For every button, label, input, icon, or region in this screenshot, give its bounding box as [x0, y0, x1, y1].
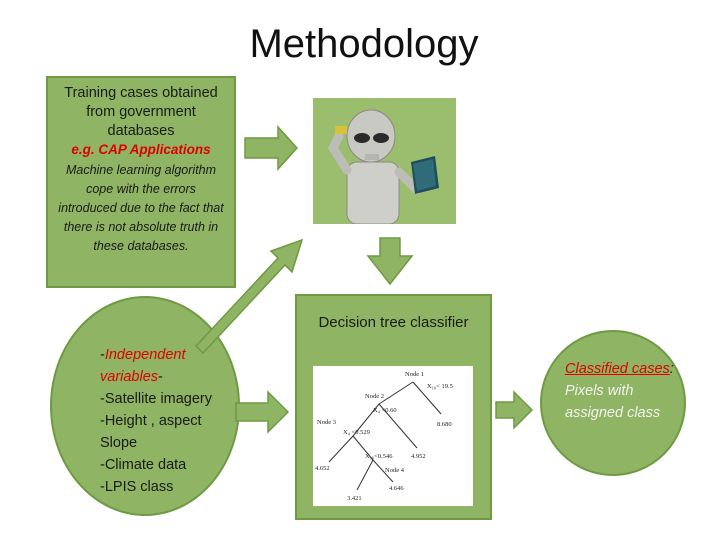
tree-leaf-value: 4.952: [411, 453, 426, 460]
tree-condition: X₁₀<0.546: [365, 453, 393, 460]
training-cases-box: Training cases obtained from government …: [46, 76, 236, 288]
tree-edge: [356, 459, 374, 491]
independent-variables-lead: Independent variables: [100, 347, 186, 385]
dash: -: [100, 347, 105, 363]
tree-edge: [372, 459, 394, 483]
tree-edge: [378, 403, 418, 449]
tree-node-label: Node 2: [365, 393, 384, 400]
variable-item: -Climate data: [100, 457, 187, 473]
tree-leaf-value: 3.421: [347, 495, 362, 502]
training-example: e.g. CAP Applications: [71, 142, 211, 157]
variable-item: -Height , aspect: [100, 413, 202, 429]
robot-icon: [313, 98, 456, 225]
decision-tree-box: Decision tree classifier Node 1 X₁₀< 19.…: [295, 294, 492, 520]
tree-edge: [328, 435, 354, 463]
arrow-right-icon: [495, 390, 534, 430]
arrow-right-icon: [244, 125, 299, 171]
tree-leaf-value: 8.680: [437, 421, 452, 428]
colon: :: [669, 361, 674, 377]
dash: -: [158, 369, 163, 385]
classified-cases-title: Classified cases: [565, 361, 670, 377]
classified-cases-circle: Classified cases: Pixels with assigned c…: [540, 330, 686, 476]
variable-item: -Satellite imagery: [100, 391, 213, 407]
decision-tree-graphic: Node 1 X₁₀< 19.5 Node 2 X₄ <0.60 Node 3 …: [315, 371, 453, 502]
tree-condition: X₁₀< 19.5: [427, 383, 453, 390]
arrow-down-icon: [366, 237, 414, 286]
training-cases-text: Training cases obtained from government …: [64, 85, 218, 139]
tree-node-label: Node 3: [317, 419, 336, 426]
tree-condition: X₄ <0.60: [373, 407, 397, 414]
decision-tree-label: Decision tree classifier: [318, 314, 469, 331]
classified-cases-desc: Pixels with assigned class: [565, 383, 661, 421]
tree-edge: [412, 381, 442, 415]
independent-variables-text: -Independent variables- -Satellite image…: [100, 344, 240, 498]
tree-leaf-value: 4.646: [389, 485, 404, 492]
variable-item: Slope: [100, 435, 138, 451]
classified-cases-text: Classified cases: Pixels with assigned c…: [565, 358, 681, 424]
decision-tree-figure: Node 1 X₁₀< 19.5 Node 2 X₄ <0.60 Node 3 …: [313, 366, 473, 506]
tree-condition: X₄ <0.529: [343, 429, 370, 436]
tree-node-label: Node 1: [405, 371, 424, 378]
arrow-right-icon: [235, 390, 290, 434]
page-title: Methodology: [249, 22, 479, 66]
tree-edge: [352, 403, 380, 437]
training-note: Machine learning algorithm cope with the…: [58, 163, 224, 253]
independent-variables-circle: -Independent variables- -Satellite image…: [50, 296, 240, 516]
tree-node-label: Node 4: [385, 467, 405, 474]
robot-reading-image: [313, 98, 456, 225]
tree-edge: [378, 381, 414, 405]
variable-item: -LPIS class: [100, 479, 174, 495]
tree-edge: [352, 435, 374, 461]
tree-leaf-value: 4.652: [315, 465, 330, 472]
